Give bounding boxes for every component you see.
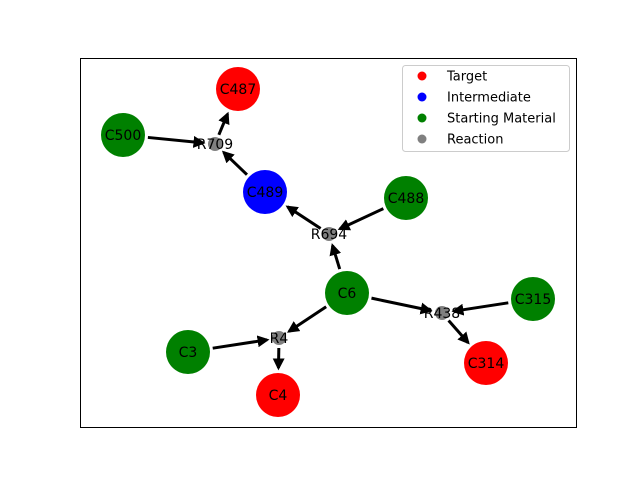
compound-node-c3 (166, 330, 210, 374)
node-c3: C3 (166, 330, 210, 374)
legend-marker-target (417, 71, 427, 81)
reaction-node-r709 (208, 137, 222, 151)
node-label: C3 (179, 345, 198, 361)
legend-marker-reaction (417, 134, 427, 144)
edge-c489-to-r709 (221, 150, 249, 176)
node-label: C6 (338, 286, 357, 302)
edge-c6-to-r694 (329, 243, 342, 270)
node-label: C488 (388, 191, 425, 207)
node-label: R4 (270, 331, 289, 347)
node-label: R438 (424, 306, 460, 322)
edge-c500-to-r709 (147, 135, 206, 148)
node-c314: C314 (464, 341, 508, 385)
compound-node-c487 (216, 67, 260, 111)
legend-label: Intermediate (447, 91, 531, 106)
node-label: C315 (515, 292, 552, 308)
node-c500: C500 (101, 113, 145, 157)
node-r694: R694 (311, 227, 348, 243)
node-label: R709 (197, 137, 233, 153)
legend-marker-starting-material (417, 113, 427, 123)
node-c6: C6 (325, 271, 369, 315)
edge-r709-to-c487 (217, 111, 230, 136)
node-c489: C489 (243, 170, 287, 214)
node-r709: R709 (197, 137, 233, 153)
compound-node-c500 (101, 113, 145, 157)
edge-c6-to-r438 (371, 296, 433, 315)
node-c487: C487 (216, 67, 260, 111)
compound-node-c488 (384, 176, 428, 220)
legend-label: Target (446, 70, 487, 85)
node-label: C4 (269, 388, 288, 404)
legend-label: Reaction (447, 133, 503, 148)
node-label: R694 (311, 227, 348, 243)
legend-label: Starting Material (447, 112, 556, 127)
node-label: C500 (105, 128, 142, 144)
compound-node-c315 (511, 277, 555, 321)
node-r438: R438 (424, 306, 460, 322)
edge-c6-to-r4 (287, 305, 327, 333)
legend-box (402, 65, 570, 152)
edge-c315-to-r438 (451, 301, 509, 316)
compound-node-c489 (243, 170, 287, 214)
edges-layer (147, 111, 509, 371)
node-label: C314 (468, 356, 505, 372)
reaction-node-r694 (322, 227, 336, 241)
reaction-node-r4 (272, 331, 286, 345)
compound-node-c314 (464, 341, 508, 385)
node-label: C487 (220, 82, 257, 98)
node-label: C489 (247, 185, 284, 201)
node-c315: C315 (511, 277, 555, 321)
edge-r694-to-c489 (285, 205, 322, 230)
edge-c488-to-r694 (337, 207, 384, 231)
edge-c3-to-r4 (212, 335, 270, 350)
compound-node-c6 (325, 271, 369, 315)
compound-node-c4 (256, 373, 300, 417)
edge-r438-to-c314 (447, 319, 470, 345)
node-c4: C4 (256, 373, 300, 417)
node-c488: C488 (384, 176, 428, 220)
node-r4: R4 (270, 331, 289, 347)
legend-marker-intermediate (417, 92, 427, 102)
reaction-node-r438 (435, 306, 449, 320)
